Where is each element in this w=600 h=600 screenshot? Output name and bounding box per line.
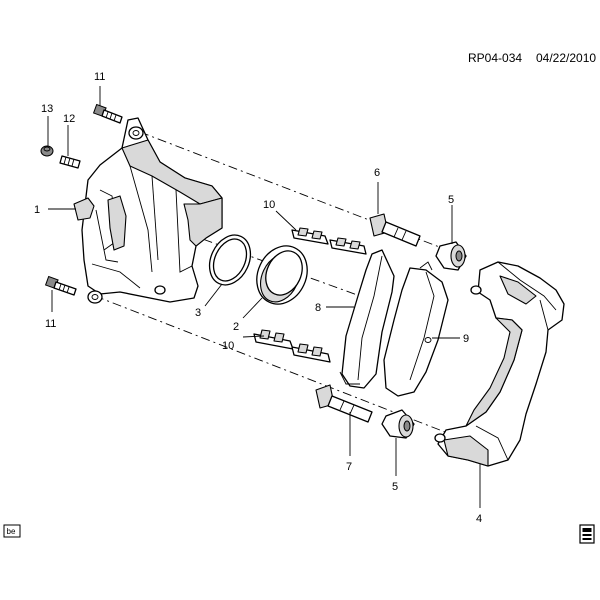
pad-clip-upper	[291, 227, 367, 255]
footer-badge-text: be	[7, 527, 16, 536]
bolt-upper	[92, 103, 123, 124]
callout-10-top: 10	[263, 199, 275, 211]
drawing-id: RP04-034	[468, 51, 522, 65]
callout-9: 9	[463, 333, 469, 345]
bleeder-cap	[40, 145, 54, 157]
callout-5-top: 5	[448, 194, 454, 206]
piston-boot	[256, 245, 308, 305]
callout-6: 6	[374, 167, 380, 179]
brake-pad-outer	[383, 261, 449, 397]
callout-1: 1	[34, 204, 40, 216]
brake-pad-inner	[339, 249, 395, 389]
callout-5-bottom: 5	[392, 481, 398, 493]
guide-boot-upper	[435, 241, 467, 271]
guide-pin-lower	[315, 384, 373, 423]
callout-8: 8	[315, 302, 321, 314]
callout-7: 7	[346, 461, 352, 473]
piston-seal	[208, 234, 252, 286]
callout-4: 4	[476, 513, 482, 525]
callout-3: 3	[195, 307, 201, 319]
pad-clip-lower	[253, 329, 331, 363]
drawing-date: 04/22/2010	[536, 51, 596, 65]
callout-11-bottom: 11	[45, 318, 56, 330]
callout-11-top: 11	[94, 71, 105, 83]
callout-10-bottom: 10	[222, 340, 234, 352]
caliper-bracket	[434, 261, 565, 467]
bleeder-valve	[59, 155, 81, 169]
document-icon	[579, 524, 595, 544]
guide-pin-upper	[369, 213, 421, 247]
callout-labels: 1 11 13 12 11 10 10 3 2 6 5 8 9 7 5 4	[34, 71, 482, 525]
bolt-lower	[44, 275, 77, 296]
leader-lines	[47, 86, 481, 508]
callout-2: 2	[233, 321, 239, 333]
footer-badge: be	[3, 524, 21, 538]
caliper-housing	[73, 117, 223, 304]
callout-13: 13	[41, 103, 53, 115]
guide-boot-lower	[381, 409, 415, 439]
callout-12: 12	[63, 113, 75, 125]
